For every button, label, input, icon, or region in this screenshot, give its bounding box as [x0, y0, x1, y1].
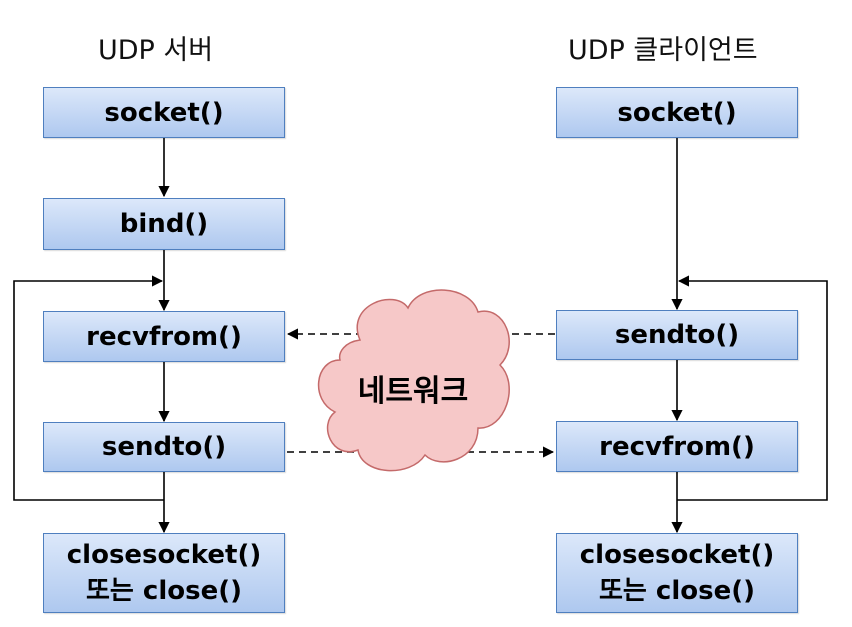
server-recvfrom-label: recvfrom() — [86, 321, 242, 352]
client-recvfrom-label: recvfrom() — [599, 431, 755, 462]
server-close-label-1: closesocket() — [66, 540, 262, 570]
server-title: UDP 서버 — [98, 35, 214, 66]
server-close-label-2: 또는 close() — [86, 576, 242, 606]
server-bind-box: bind() — [43, 198, 285, 250]
client-socket-label: socket() — [617, 97, 737, 128]
client-sendto-label: sendto() — [614, 320, 740, 350]
client-close-label-2: 또는 close() — [599, 576, 755, 606]
server-close-box: closesocket() 또는 close() — [43, 533, 285, 613]
server-recvfrom-box: recvfrom() — [43, 311, 285, 362]
server-sendto-box: sendto() — [43, 422, 285, 472]
client-sendto-box: sendto() — [556, 310, 798, 360]
client-socket-box: socket() — [556, 87, 798, 138]
network-label: 네트워크 — [357, 374, 469, 409]
server-socket-box: socket() — [43, 87, 285, 138]
client-title: UDP 클라이언트 — [568, 35, 758, 66]
client-close-label-1: closesocket() — [579, 540, 775, 570]
server-sendto-label: sendto() — [101, 432, 227, 462]
client-loop-arrow — [677, 275, 828, 501]
network-cloud — [318, 289, 510, 472]
server-socket-label: socket() — [104, 97, 224, 128]
client-close-box: closesocket() 또는 close() — [556, 533, 798, 613]
server-loop-arrow — [13, 275, 164, 501]
client-recvfrom-box: recvfrom() — [556, 421, 798, 472]
server-bind-label: bind() — [119, 209, 209, 239]
